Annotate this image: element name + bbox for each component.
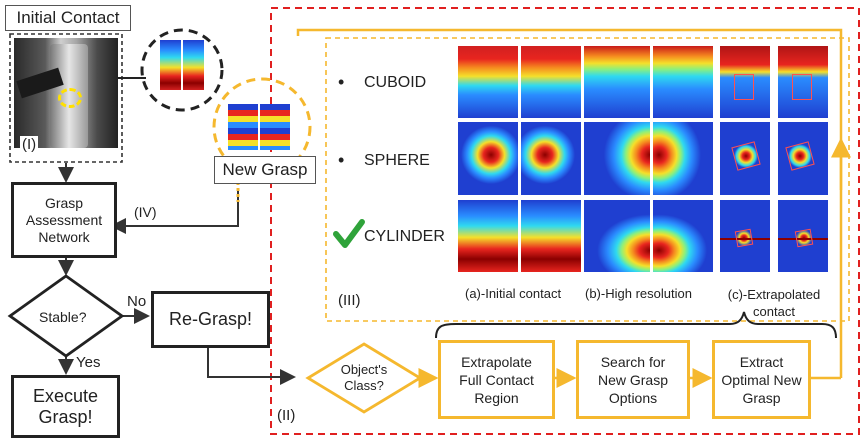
label-i: (I) (20, 136, 39, 153)
new-grasp-heatmap (228, 104, 290, 150)
caption-col-b: (b)-High resolution (585, 286, 692, 301)
yes-label: Yes (76, 354, 101, 371)
gan-line-2: Assessment (25, 211, 103, 228)
hm-cuboid-a2 (521, 46, 581, 118)
extrapolate-line-1: Extrapolate (461, 353, 532, 370)
initial-contact-label: Initial Contact (5, 5, 131, 31)
contact-marker (58, 88, 82, 108)
grasp-assessment-network-box: Grasp Assessment Network (11, 182, 117, 258)
cuboid-label: CUBOID (364, 74, 427, 91)
gan-line-3: Network (38, 228, 90, 245)
new-grasp-label: New Grasp (214, 156, 316, 184)
regrasp-box: Re-Grasp! (151, 291, 270, 348)
extrapolate-line-3: Region (474, 389, 519, 406)
initial-contact-text: Initial Contact (16, 8, 120, 27)
execute-grasp-box: Execute Grasp! (11, 375, 120, 438)
hm-cylinder-c2 (778, 200, 828, 272)
gan-line-1: Grasp (44, 194, 84, 211)
new-grasp-text: New Grasp (222, 160, 308, 179)
caption-col-c-line-2: contact (753, 304, 795, 319)
check-icon (333, 219, 365, 248)
execute-line-2: Grasp! (38, 406, 93, 427)
cylinder-label: CYLINDER (364, 228, 445, 245)
sphere-label: SPHERE (364, 152, 430, 169)
bullet-cuboid: • (338, 72, 345, 92)
search-line-1: Search for (600, 353, 666, 370)
section-ii-frame (270, 7, 860, 435)
hm-cuboid-b2 (653, 46, 713, 118)
extract-line-2: Optimal New (721, 371, 802, 388)
search-options-box: Search for New Grasp Options (576, 340, 690, 419)
bullet-sphere: • (338, 150, 345, 170)
objclass-line-1: Object's (340, 362, 388, 377)
extract-line-3: Grasp (742, 389, 781, 406)
hm-cylinder-c1 (720, 200, 770, 272)
hm-cylinder-a1 (458, 200, 518, 272)
label-ii: (II) (277, 407, 296, 424)
stable-text: Stable? (39, 309, 87, 325)
extract-line-1: Extract (739, 353, 784, 370)
caption-col-a: (a)-Initial contact (465, 286, 562, 301)
hm-sphere-a1 (458, 122, 518, 195)
hm-cuboid-c1 (720, 46, 770, 118)
hm-sphere-c2 (778, 122, 828, 195)
search-line-2: New Grasp (597, 371, 669, 388)
photo-frame (9, 33, 123, 163)
hm-cuboid-b1 (584, 46, 650, 118)
caption-col-c: (c)-Extrapolated contact (718, 286, 830, 320)
extrapolate-box: Extrapolate Full Contact Region (438, 340, 555, 419)
hm-cylinder-b2 (653, 200, 713, 272)
hm-cylinder-a2 (521, 200, 581, 272)
object-class-decision (305, 342, 423, 414)
caption-col-c-line-1: (c)-Extrapolated (727, 287, 821, 302)
object-class-text: Object's Class? (326, 361, 402, 395)
hm-sphere-c1 (720, 122, 770, 195)
initial-contact-heatmap (160, 40, 204, 90)
label-iv: (IV) (134, 204, 157, 220)
execute-line-1: Execute (32, 385, 99, 406)
label-iii: (III) (338, 292, 361, 309)
hm-sphere-b1 (584, 122, 650, 195)
hm-sphere-b2 (653, 122, 713, 195)
stable-decision (7, 274, 125, 358)
hm-cuboid-a1 (458, 46, 518, 118)
search-line-3: Options (608, 389, 658, 406)
hm-cuboid-c2 (778, 46, 828, 118)
regrasp-text: Re-Grasp! (168, 309, 253, 329)
hm-sphere-a2 (521, 122, 581, 195)
extrapolate-line-2: Full Contact (459, 371, 534, 388)
robot-photo (14, 38, 118, 148)
section-iii-frame (325, 37, 850, 322)
objclass-line-2: Class? (344, 378, 384, 393)
hm-cylinder-b1 (584, 200, 650, 272)
no-label: No (127, 293, 147, 310)
extract-box: Extract Optimal New Grasp (712, 340, 811, 419)
